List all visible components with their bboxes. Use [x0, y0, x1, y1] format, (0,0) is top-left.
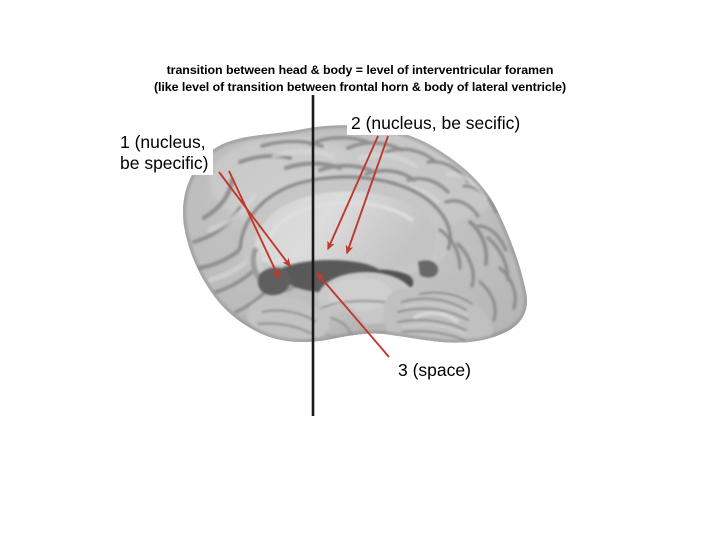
brain-midsagittal-section-photo	[170, 122, 545, 354]
brain-specimen-svg	[183, 125, 528, 343]
callout-label-2-text: 2 (nucleus, be secific)	[351, 113, 521, 133]
brain-body	[183, 125, 528, 343]
slide-title-line-1: transition between head & body = level o…	[166, 63, 554, 77]
slide-title-line-2: (like level of transition between fronta…	[153, 80, 567, 94]
callout-label-1-line-1: 1 (nucleus,	[120, 132, 206, 152]
callout-label-1-line-2: be specific)	[120, 153, 209, 173]
slide-title: transition between head & body = level o…	[0, 62, 720, 96]
callout-label-1: 1 (nucleus, be specific)	[118, 131, 213, 175]
callout-label-3-text: 3 (space)	[398, 360, 471, 380]
callout-label-2: 2 (nucleus, be secific)	[347, 112, 525, 135]
callout-label-3: 3 (space)	[394, 359, 475, 382]
